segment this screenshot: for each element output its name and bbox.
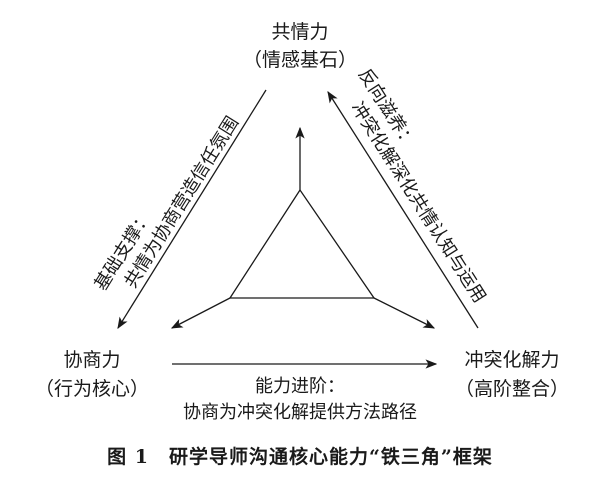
edge-label-advancement: 能力进阶： 协商为冲突化解提供方法路径 <box>183 376 417 423</box>
edge-label-reverse-nourish: 反向滋养： 冲突化解深化共情认知与运用 <box>346 65 489 307</box>
inner-arrow-left <box>170 297 231 329</box>
edge-label-advancement-heading: 能力进阶： <box>255 376 345 397</box>
arrow-empathy-to-negotiation <box>117 89 267 329</box>
node-empathy-subtitle: （情感基石） <box>243 49 357 71</box>
edge-label-reverse-nourish-body: 冲突化解深化共情认知与运用 <box>346 98 489 307</box>
node-conflict-resolution-subtitle: （高阶整合） <box>455 378 569 400</box>
edge-label-advancement-body: 协商为冲突化解提供方法路径 <box>183 402 417 423</box>
inner-arrow-right <box>373 297 436 329</box>
inner-triangle <box>228 188 376 299</box>
edge-label-foundation-body: 共情为协商营造信任氛围 <box>120 113 243 292</box>
arrow-conflict-to-empathy <box>327 91 479 329</box>
node-empathy-title: 共情力 <box>271 21 328 43</box>
node-conflict-resolution: 冲突化解力 （高阶整合） <box>455 349 569 400</box>
node-negotiation: 协商力 （行为核心） <box>35 349 149 400</box>
edge-label-foundation: 基础支撑： 共情为协商营造信任氛围 <box>91 113 244 295</box>
node-empathy: 共情力 （情感基石） <box>243 21 357 71</box>
node-conflict-resolution-title: 冲突化解力 <box>464 349 559 371</box>
figure-caption: 图 1 研学导师沟通核心能力“铁三角”框架 <box>107 445 493 468</box>
node-negotiation-title: 协商力 <box>63 349 120 371</box>
node-negotiation-subtitle: （行为核心） <box>35 378 149 400</box>
